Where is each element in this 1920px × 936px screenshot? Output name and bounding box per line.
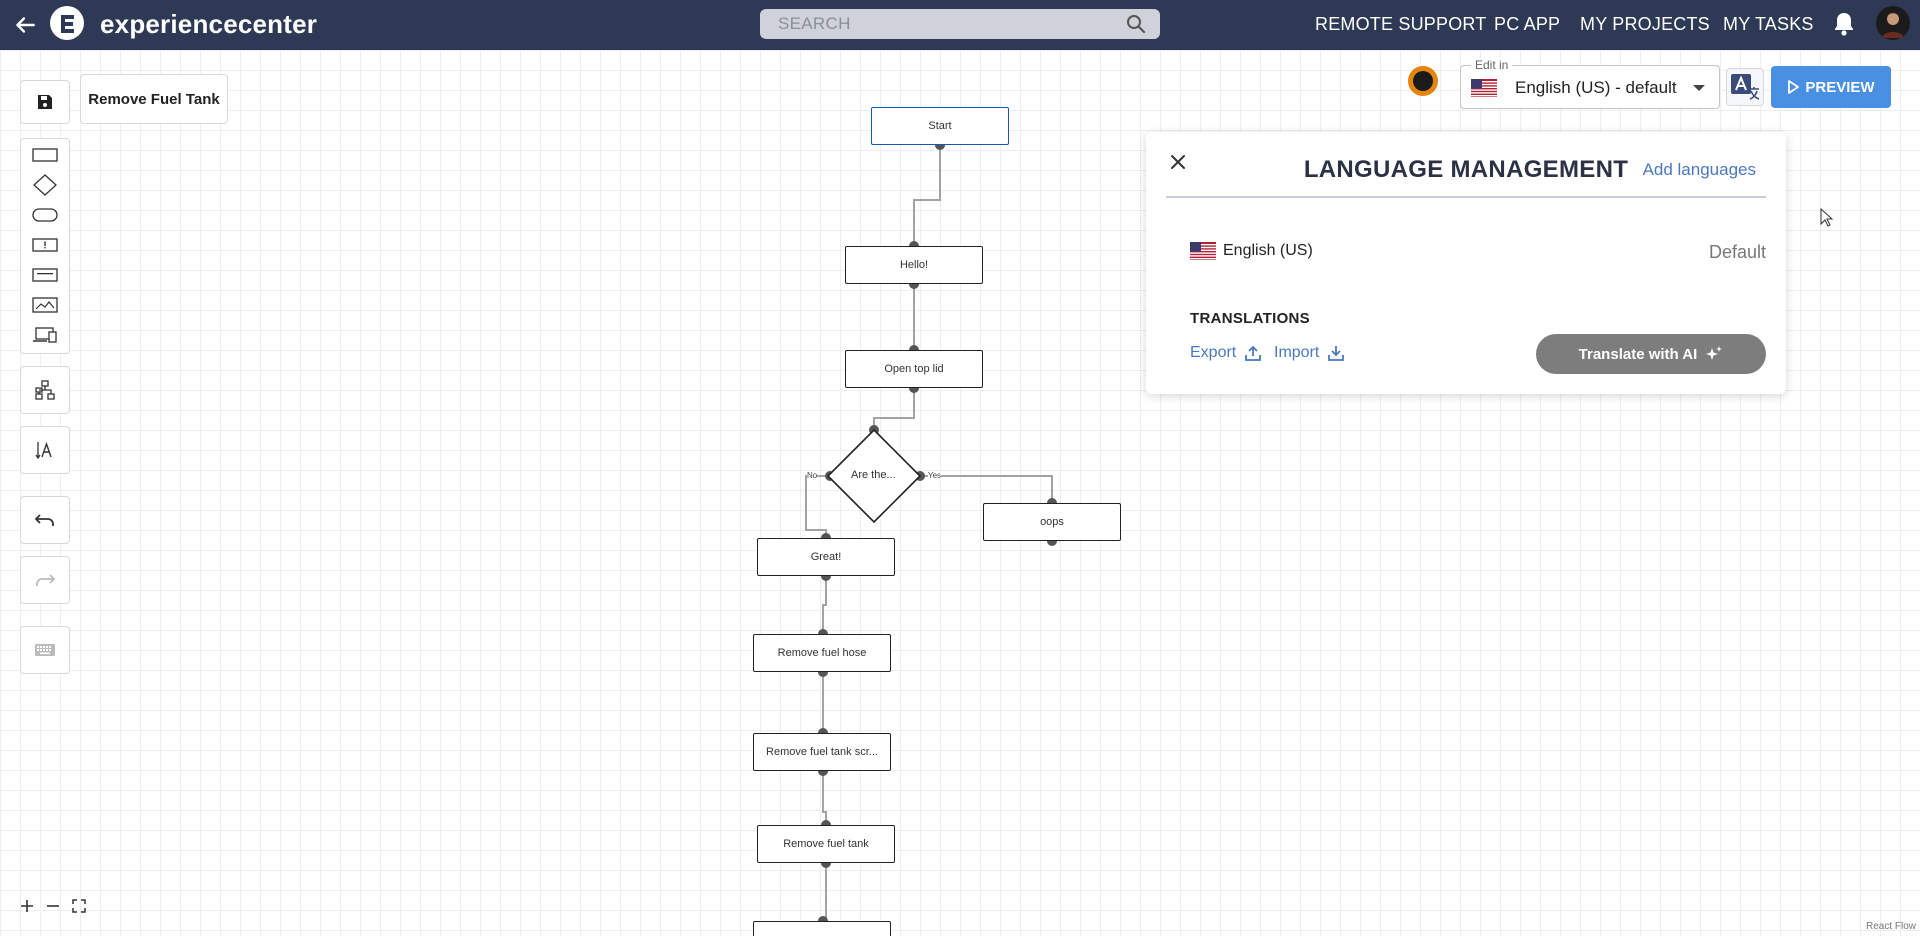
preview-button[interactable]: PREVIEW (1771, 66, 1891, 108)
image-icon (32, 297, 58, 313)
auto-layout-button[interactable] (21, 367, 69, 413)
layout-icon (35, 380, 55, 400)
edit-language-value: English (US) - default (1515, 78, 1677, 97)
flow-node-great[interactable]: Great! (757, 538, 895, 576)
nav-my-tasks[interactable]: MY TASKS (1723, 14, 1814, 34)
user-avatar[interactable] (1876, 6, 1910, 40)
devices-icon (33, 327, 57, 343)
alert-box-tool[interactable] (21, 230, 69, 260)
text-box-tool[interactable] (21, 260, 69, 290)
panel-title: LANGUAGE MANAGEMENT (1303, 156, 1629, 183)
search-icon[interactable] (1126, 14, 1146, 34)
edit-in-label: Edit in (1471, 58, 1513, 72)
rounded-rect-icon (32, 208, 58, 222)
flow-node-decision[interactable]: Are the... (851, 469, 896, 481)
notification-bell-icon[interactable] (1832, 11, 1856, 37)
zoom-in-button[interactable] (16, 895, 38, 917)
flow-node-start[interactable]: Start (871, 107, 1009, 145)
react-flow-attribution[interactable]: React Flow (1865, 921, 1916, 932)
translate-with-ai-button[interactable]: Translate with AI (1536, 334, 1766, 374)
undo-group (20, 496, 70, 544)
import-link[interactable]: Import (1274, 344, 1345, 362)
download-icon (1328, 346, 1345, 361)
close-icon[interactable] (1168, 152, 1188, 172)
mouse-cursor-icon (1820, 208, 1834, 227)
diamond-tool[interactable] (21, 170, 69, 200)
redo-group (20, 556, 70, 604)
minus-icon (47, 905, 59, 907)
text-size-group (20, 426, 70, 474)
flow-node-remove-hose[interactable]: Remove fuel hose (753, 634, 891, 672)
rectangle-tool[interactable] (21, 140, 69, 170)
chevron-down-icon (1693, 85, 1705, 91)
import-label: Import (1274, 344, 1320, 361)
ai-button-label: Translate with AI (1578, 345, 1698, 363)
us-flag-icon (1190, 242, 1216, 260)
nav-my-projects[interactable]: MY PROJECTS (1580, 14, 1710, 34)
save-button[interactable] (21, 81, 69, 123)
keyboard-group (20, 626, 70, 674)
flow-node-oops[interactable]: oops (983, 503, 1121, 541)
edit-language-select[interactable]: Edit in English (US) - default (1460, 58, 1720, 109)
back-arrow-icon[interactable] (12, 12, 38, 38)
fit-view-button[interactable] (68, 895, 90, 917)
collaborator-avatar[interactable] (1408, 66, 1438, 96)
text-size-button[interactable] (21, 427, 69, 473)
fullscreen-icon (72, 899, 86, 913)
undo-button[interactable] (21, 497, 69, 543)
edge-label-no: No (807, 471, 818, 480)
text-box-icon (32, 268, 58, 282)
save-group (20, 80, 70, 124)
search-input[interactable] (760, 9, 1120, 39)
undo-icon (34, 514, 54, 526)
flow-node-remove-tank[interactable]: Remove fuel tank (757, 825, 895, 863)
upload-icon (1245, 345, 1262, 361)
play-icon (1788, 80, 1800, 94)
search-box[interactable] (760, 9, 1160, 39)
zoom-out-button[interactable] (42, 895, 64, 917)
keyboard-shortcuts-button[interactable] (21, 627, 69, 673)
language-management-panel: LANGUAGE MANAGEMENT Add languages Englis… (1146, 132, 1786, 394)
plus-icon (21, 900, 33, 912)
us-flag-icon (1471, 79, 1497, 97)
logo-icon[interactable] (50, 6, 84, 40)
default-badge: Default (1708, 242, 1766, 262)
brand-name: experiencecenter (100, 9, 318, 39)
nav-remote-support[interactable]: REMOTE SUPPORT (1315, 14, 1487, 34)
redo-button[interactable] (21, 557, 69, 603)
preview-label: PREVIEW (1805, 78, 1875, 96)
export-label: Export (1190, 344, 1237, 361)
edge-label-yes: Yes (928, 471, 942, 480)
layout-group (20, 366, 70, 414)
redo-icon (36, 574, 56, 586)
nav-pc-app[interactable]: PC APP (1494, 14, 1561, 34)
add-languages-link[interactable]: Add languages (1642, 160, 1756, 179)
image-tool[interactable] (21, 290, 69, 320)
sparkle-icon (1706, 346, 1723, 360)
rounded-rect-tool[interactable] (21, 200, 69, 230)
devices-tool[interactable] (21, 320, 69, 350)
rectangle-icon (32, 148, 58, 162)
save-icon (38, 95, 52, 109)
keyboard-icon (35, 644, 55, 656)
export-link[interactable]: Export (1190, 344, 1262, 362)
flow-node-remove-screws[interactable]: Remove fuel tank scr... (753, 733, 891, 771)
text-size-icon (35, 441, 52, 460)
panel-divider (1166, 196, 1766, 198)
top-bar: experiencecenter REMOTE SUPPORT PC APP M… (0, 0, 1920, 50)
translate-button[interactable] (1726, 68, 1764, 106)
flow-node-open-lid[interactable]: Open top lid (845, 350, 983, 388)
translate-icon (1731, 74, 1760, 100)
translations-heading: TRANSLATIONS (1190, 310, 1310, 327)
language-name: English (US) (1223, 242, 1313, 259)
flow-node-hello[interactable]: Hello! (845, 246, 983, 284)
project-title[interactable]: Remove Fuel Tank (80, 74, 228, 124)
shape-toolbar (20, 138, 70, 354)
flow-node-next[interactable] (753, 921, 891, 936)
alert-box-icon (32, 238, 58, 252)
diamond-icon (33, 174, 57, 196)
